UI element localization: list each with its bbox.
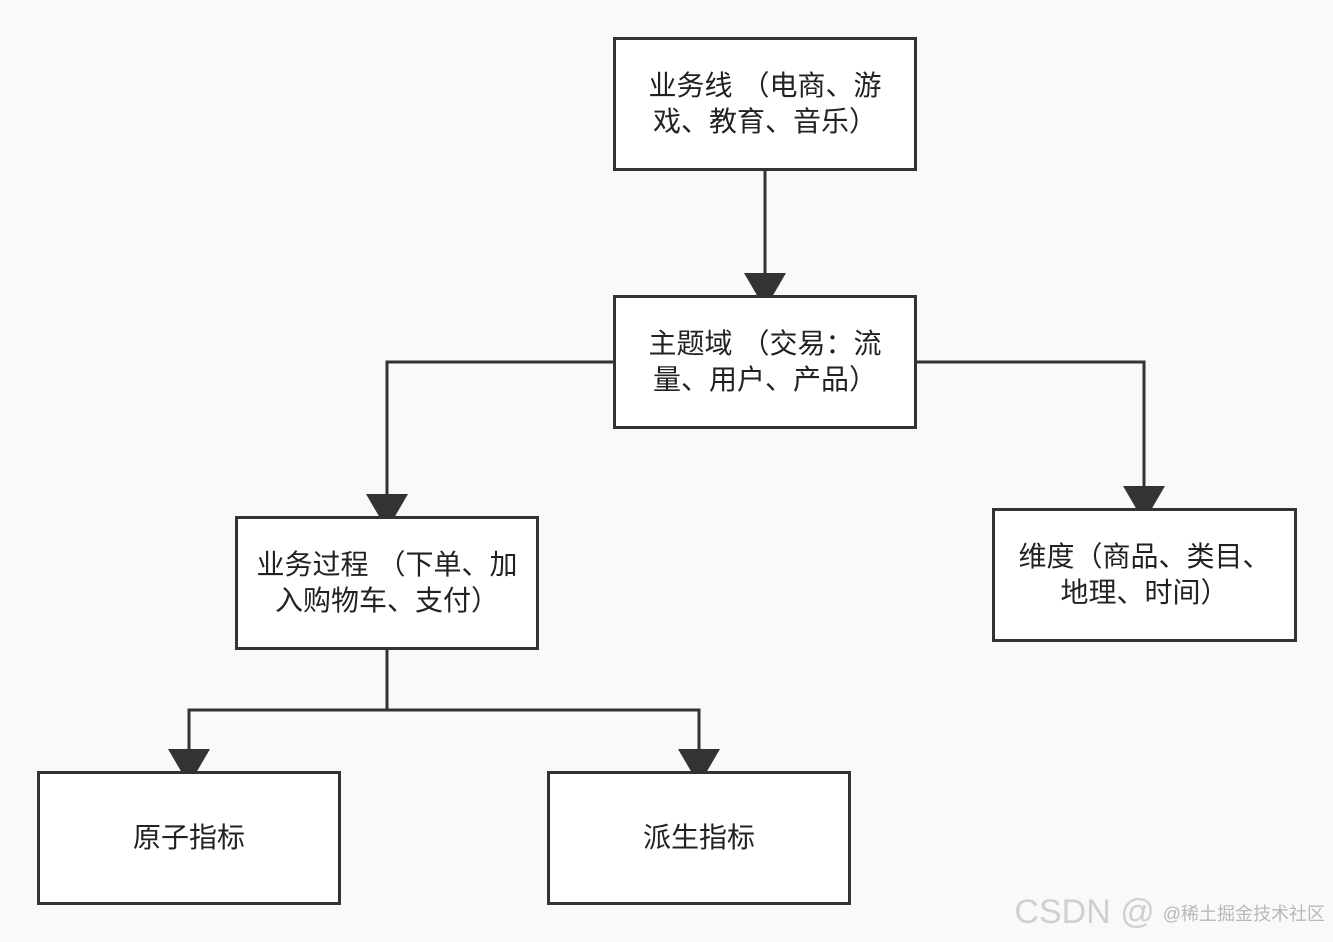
arrow-subject-domain-to-dimension bbox=[916, 360, 1165, 522]
atomic-metric-node: 原子指标 bbox=[37, 771, 341, 905]
subject-domain-label: 主题域 （交易：流量、用户、产品） bbox=[648, 327, 882, 396]
arrow-subject-domain-to-business-process bbox=[366, 360, 613, 530]
watermark-secondary: @稀土掘金技术社区 bbox=[1162, 904, 1325, 924]
business-line-node: 业务线 （电商、游戏、教育、音乐） bbox=[613, 37, 917, 171]
business-process-label: 业务过程 （下单、加入购物车、支付） bbox=[256, 548, 518, 617]
arrow-business-process-to-derived-metric bbox=[387, 708, 720, 785]
subject-domain-node: 主题域 （交易：流量、用户、产品） bbox=[613, 295, 917, 429]
derived-metric-node: 派生指标 bbox=[547, 771, 851, 905]
dimension-node: 维度（商品、类目、地理、时间） bbox=[992, 508, 1297, 642]
business-process-node: 业务过程 （下单、加入购物车、支付） bbox=[235, 516, 539, 650]
watermark-main: CSDN @ bbox=[1014, 892, 1155, 931]
watermark: CSDN @ @稀土掘金技术社区 bbox=[1014, 892, 1325, 934]
dimension-label: 维度（商品、类目、地理、时间） bbox=[1018, 540, 1271, 609]
business-line-label: 业务线 （电商、游戏、教育、音乐） bbox=[648, 69, 882, 138]
derived-metric-label: 派生指标 bbox=[642, 821, 755, 854]
arrow-business-process-to-atomic-metric bbox=[168, 649, 389, 785]
atomic-metric-label: 原子指标 bbox=[132, 821, 245, 854]
